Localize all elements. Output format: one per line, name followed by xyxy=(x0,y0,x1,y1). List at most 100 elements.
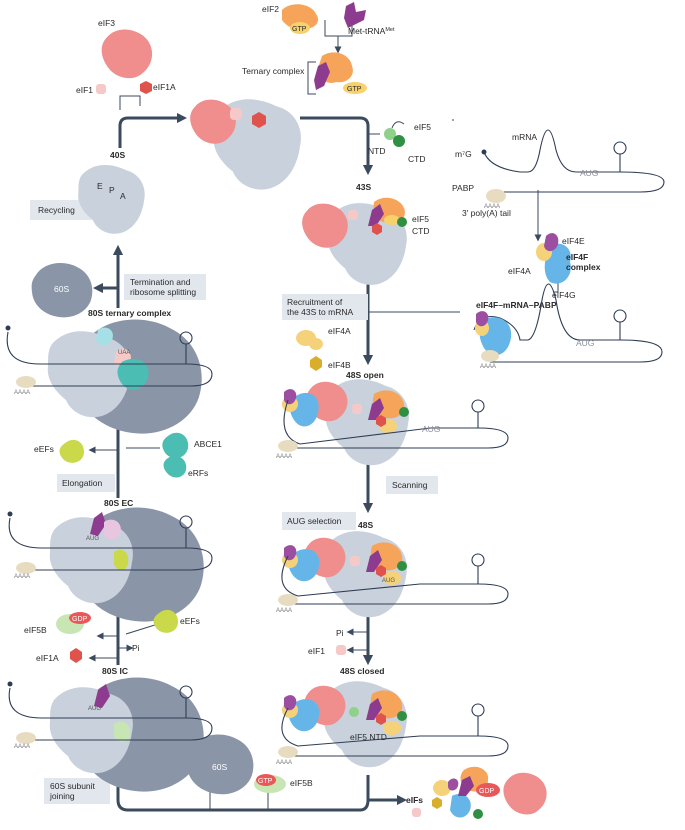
site-e: E xyxy=(97,181,103,191)
gdp-eif5b-label: GDP xyxy=(72,616,88,623)
ntd-label: NTD xyxy=(368,146,385,156)
s43-label: 43S xyxy=(356,182,371,192)
s48-closed-label: 48S closed xyxy=(340,666,384,676)
s48-open-group: 48S open AUG AAAA xyxy=(276,370,509,466)
aug-80s-ic: AUG xyxy=(88,706,101,712)
s80-ec-group: 80S EC AUG AAAA xyxy=(7,498,213,622)
s48-open-label: 48S open xyxy=(346,370,384,380)
step-recycling: Recycling xyxy=(38,205,75,215)
s60-left-label: 60S xyxy=(54,284,69,294)
gtp-label-ternary: GTP xyxy=(347,86,362,93)
eefs-label: eEFs xyxy=(34,444,54,454)
eif1-label: eIF1 xyxy=(76,85,93,95)
eif5b-release-group: GDP eIF5B Pi eEFs eIF1A xyxy=(24,609,200,663)
eif1-release-label: eIF1 xyxy=(308,646,325,656)
elongation-factors-group: eEFs ABCE1 eRFs xyxy=(34,432,222,478)
subunit-joining-group: 60S GTP eIF5B xyxy=(186,734,313,795)
m7g-label: m⁷G xyxy=(455,149,472,159)
eif5-43s-label: eIF5 xyxy=(412,214,429,224)
s40-label: 40S xyxy=(110,150,125,160)
step-elongation: Elongation xyxy=(62,478,102,488)
s80-ic-label: 80S IC xyxy=(102,666,128,676)
gdp-released-label: GDP xyxy=(479,788,495,795)
aaaa-48s-open: AAAA xyxy=(276,454,292,460)
pi-right-label: Pi xyxy=(336,628,344,638)
aaaa-top: AAAA xyxy=(484,204,500,210)
s60-bottom-label: 60S xyxy=(212,762,227,772)
eif5b-left-label: eIF5B xyxy=(24,625,47,635)
eif2-label: eIF2 xyxy=(262,4,279,14)
step-aug-selection: AUG selection xyxy=(287,516,342,526)
eif4f-mrna-pabp-group: AUG AAAA xyxy=(473,283,663,370)
aaaa-80s-ic: AAAA xyxy=(14,744,30,750)
met-trna-group: Met-tRNAMet xyxy=(344,2,395,36)
eif3-group: eIF3 eIF1 eIF1A xyxy=(76,18,176,95)
uaa-label: UAA xyxy=(118,350,130,356)
eif4b-label: eIF4B xyxy=(328,360,351,370)
eif5-label: eIF5 xyxy=(414,122,431,132)
pabp-label: PABP xyxy=(452,183,474,193)
aug-80s-ec: AUG xyxy=(86,536,99,542)
eif4g-label: eIF4G xyxy=(552,290,576,300)
s48-closed-group: 48S closed eIF5 NTD AAAA xyxy=(276,666,509,768)
eefs-lower-label: eEFs xyxy=(180,616,200,626)
step-scanning: Scanning xyxy=(392,480,428,490)
release-group: Pi eIF1 xyxy=(308,628,346,656)
eif5b-bottom-label: eIF5B xyxy=(290,778,313,788)
ternary-complex-group: Ternary complex GTP xyxy=(242,52,367,94)
aug-48s: AUG xyxy=(382,578,395,584)
eif4f-mrna-pabp-label: eIF4F–mRNA–PABP xyxy=(476,300,557,310)
met-trna-label: Met-tRNAMet xyxy=(348,26,395,36)
aaaa-mid: AAAA xyxy=(480,364,496,370)
s80-ic-group: 80S IC AUG AAAA xyxy=(7,666,213,792)
s80-ec-label: 80S EC xyxy=(104,498,133,508)
abce1-label: ABCE1 xyxy=(194,439,222,449)
gtp-label-top: GTP xyxy=(292,26,307,33)
aaaa-80s-ec: AAAA xyxy=(14,574,30,580)
gtp-eif5b-label: GTP xyxy=(258,778,273,785)
s80-ternary-label: 80S ternary complex xyxy=(88,308,171,318)
eifs-label: eIFs xyxy=(406,795,423,805)
ctd-43s-label: CTD xyxy=(412,226,429,236)
aug-label-top: AUG xyxy=(580,168,598,178)
ctd-label: CTD xyxy=(408,154,425,164)
aug-label-mid: AUG xyxy=(576,338,594,348)
eif2-gtp-group: eIF2 GTP xyxy=(262,4,319,34)
mrna-group: m⁷G mRNA AUG PABP AAAA 3′ poly(A) tail xyxy=(452,129,665,218)
s80-ternary-group: 80S ternary complex UAA AAAA xyxy=(5,308,213,434)
aug-48s-open: AUG xyxy=(422,424,440,434)
polya-label: 3′ poly(A) tail xyxy=(462,208,511,218)
eif1a-release-label: eIF1A xyxy=(36,653,59,663)
s43-group: 43S eIF5 CTD xyxy=(302,182,429,285)
aaaa-80s-ternary: AAAA xyxy=(14,390,30,396)
eif5-group: eIF5 NTD CTD xyxy=(368,121,431,164)
eif1a-label: eIF1A xyxy=(153,82,176,92)
mrna-label: mRNA xyxy=(512,132,537,142)
eif4a-label: eIF4A xyxy=(508,266,531,276)
eif4a-4b-group: eIF4A eIF4B xyxy=(296,326,351,371)
site-p: P xyxy=(109,185,115,195)
pi-left-label: Pi xyxy=(132,643,140,653)
aaaa-48s: AAAA xyxy=(276,608,292,614)
ternary-complex-label: Ternary complex xyxy=(242,66,305,76)
s48-group: 48S AUG AAAA xyxy=(276,520,509,618)
free-40s-group: 40S E P A xyxy=(78,150,145,234)
side-arrows xyxy=(88,20,559,810)
released-eifs-group: eIFs GDP xyxy=(406,766,547,819)
top-40s-complex xyxy=(190,99,301,190)
eif3-label: eIF3 xyxy=(98,18,115,28)
eif4a-mid-label: eIF4A xyxy=(328,326,351,336)
s48-label: 48S xyxy=(358,520,373,530)
eif5-ntd-label: eIF5 NTD xyxy=(350,732,387,742)
eif4e-label: eIF4E xyxy=(562,236,585,246)
s60-left-group: 60S xyxy=(31,263,93,318)
erfs-label: eRFs xyxy=(188,468,208,478)
site-a: A xyxy=(120,191,126,201)
